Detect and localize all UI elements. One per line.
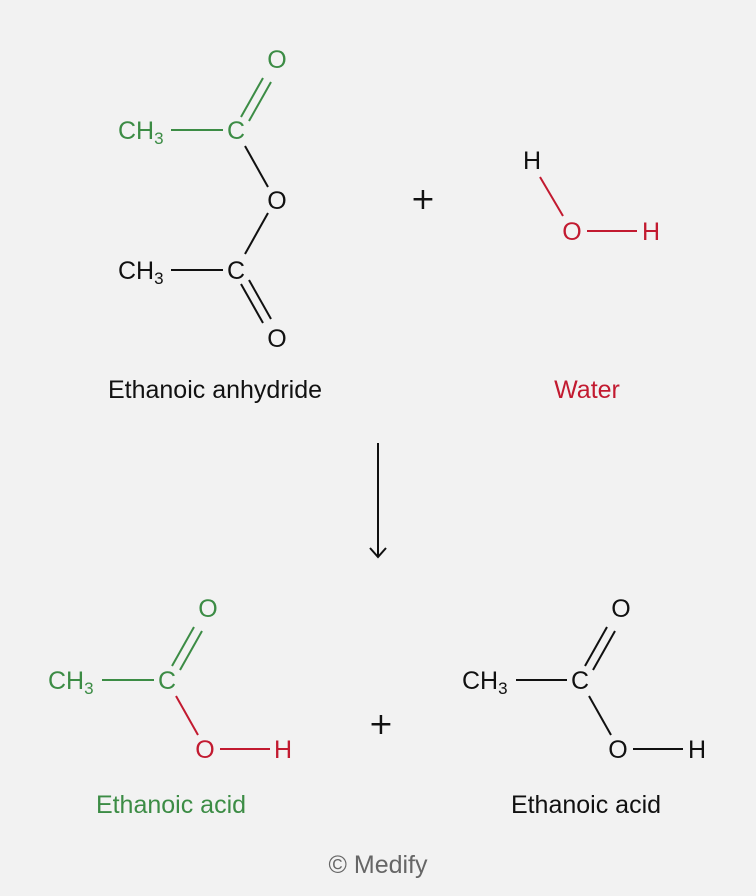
right-acid-carbonyl-oxygen: O [611, 595, 630, 623]
water-hydrogen-top: H [523, 147, 541, 175]
ethanoic-anhydride-structure: O CH3 C O CH3 C O [118, 46, 287, 353]
right-acid-double-bond-a [584, 626, 608, 667]
right-acid-carbon: C [571, 667, 589, 695]
right-acid-double-bond-b [592, 630, 616, 671]
bottom-carbonyl-oxygen: O [267, 325, 286, 353]
left-acid-c-o-bond [175, 695, 199, 736]
ethanoic-acid-right-structure: O CH3 C O H [462, 595, 706, 764]
reaction-arrow-down-icon [369, 443, 387, 559]
copyright-credit: © Medify [329, 851, 428, 879]
left-acid-carbonyl-oxygen: O [198, 595, 217, 623]
bridge-oxygen-bottom-carbon-bond [244, 212, 269, 255]
top-carbon-bridge-oxygen-bond [244, 145, 269, 188]
left-acid-double-bond-a [171, 626, 195, 667]
top-carbonyl-double-bond-b [248, 81, 272, 122]
reactant-plus-sign: + [410, 182, 435, 217]
right-acid-c-o-bond [588, 695, 612, 736]
water-label: Water [554, 376, 620, 404]
water-hydrogen-right: H [642, 218, 660, 246]
ethanoic-acid-right-label: Ethanoic acid [511, 791, 661, 819]
left-acid-carbon: C [158, 667, 176, 695]
left-acid-hydroxyl-hydrogen: H [274, 736, 292, 764]
water-oxygen: O [562, 218, 581, 246]
top-methyl-group: CH3 [118, 117, 164, 148]
ethanoic-anhydride-label: Ethanoic anhydride [108, 376, 322, 404]
left-acid-hydroxyl-oxygen: O [195, 736, 214, 764]
left-acid-double-bond-b [179, 630, 203, 671]
left-acid-methyl-group: CH3 [48, 667, 94, 698]
top-carbonyl-oxygen: O [267, 46, 286, 74]
right-acid-hydroxyl-hydrogen: H [688, 736, 706, 764]
water-structure: H O H [523, 147, 660, 246]
bottom-methyl-group: CH3 [118, 257, 164, 288]
right-acid-hydroxyl-oxygen: O [608, 736, 627, 764]
bottom-carbonyl-carbon: C [227, 257, 245, 285]
bottom-carbonyl-double-bond-a [240, 283, 264, 324]
top-carbonyl-double-bond-a [240, 77, 264, 118]
top-carbonyl-carbon: C [227, 117, 245, 145]
water-oh-bond-top [539, 176, 564, 217]
right-acid-methyl-group: CH3 [462, 667, 508, 698]
product-plus-sign: + [368, 707, 393, 742]
ethanoic-acid-left-label: Ethanoic acid [96, 791, 246, 819]
bridge-oxygen: O [267, 187, 286, 215]
ethanoic-acid-left-structure: O CH3 C O H [48, 595, 292, 764]
bottom-carbonyl-double-bond-b [248, 279, 272, 320]
